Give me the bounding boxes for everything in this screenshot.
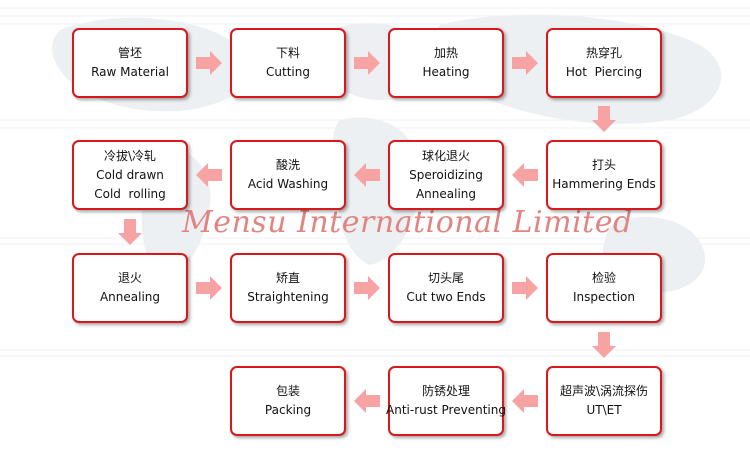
- step-label-cn: 球化退火: [421, 148, 470, 163]
- step-label-en: Cut two Ends: [406, 290, 486, 304]
- step-ut-et: 超声波\涡流探伤 UT\ET: [546, 366, 662, 436]
- flow-arrow-down: [592, 331, 616, 358]
- step-label-cn: 超声波\涡流探伤: [559, 384, 649, 398]
- step-speroidizing-annealing: 球化退火 Speroidizing Annealing: [388, 140, 504, 210]
- step-label-en: Hammering Ends: [552, 177, 656, 191]
- step-label-en: UT\ET: [586, 403, 622, 417]
- step-label-cn: 退火: [117, 271, 142, 285]
- step-anti-rust-preventing: 防锈处理 Anti-rust Preventing: [386, 366, 506, 436]
- step-label-en: Straightening: [247, 290, 329, 304]
- step-hammering-ends: 打头 Hammering Ends: [546, 140, 662, 210]
- flow-arrow-right: [196, 51, 222, 75]
- step-label-cn: 检验: [591, 271, 616, 285]
- step-label-en: Anti-rust Preventing: [386, 403, 506, 417]
- flow-arrow-right: [354, 51, 380, 75]
- step-label-cn: 热穿孔: [585, 46, 622, 60]
- step-label-cn: 打头: [591, 158, 616, 172]
- step-heating: 加热 Heating: [388, 28, 504, 98]
- flow-arrow-right: [354, 276, 380, 300]
- flow-arrow-right: [196, 276, 222, 300]
- step-label-en: Speroidizing Annealing: [409, 167, 483, 201]
- step-label-cn: 酸洗: [275, 158, 300, 172]
- step-label-en: Acid Washing: [247, 177, 329, 191]
- step-label-cn: 下料: [275, 46, 300, 60]
- step-label-en: Raw Material: [91, 65, 169, 79]
- step-label-en: Packing: [264, 403, 312, 417]
- step-label-cn: 防锈处理: [421, 384, 470, 398]
- step-label-cn: 管坯: [117, 46, 142, 60]
- step-label-en: Cold drawn Cold rolling: [94, 167, 166, 201]
- step-label-en: Cutting: [266, 65, 310, 79]
- step-label-en: Hot Piercing: [565, 65, 643, 79]
- step-label-en: Heating: [422, 65, 470, 79]
- flow-arrow-left: [354, 389, 380, 413]
- step-cut-two-ends: 切头尾 Cut two Ends: [388, 253, 504, 323]
- flow-arrow-down: [118, 218, 142, 245]
- flow-arrow-left: [512, 389, 538, 413]
- flow-arrow-left: [354, 163, 380, 187]
- step-label-cn: 包装: [275, 384, 300, 398]
- step-inspection: 检验 Inspection: [546, 253, 662, 323]
- step-straightening: 矫直 Straightening: [230, 253, 346, 323]
- step-annealing: 退火 Annealing: [72, 253, 188, 323]
- step-label-cn: 切头尾: [427, 271, 464, 285]
- step-label-en: Inspection: [573, 290, 635, 304]
- step-label-cn: 矫直: [275, 271, 300, 285]
- flow-arrow-down: [592, 106, 616, 132]
- company-watermark: Mensu International Limited: [182, 205, 633, 240]
- step-label-cn: 冷拔\冷轧: [103, 148, 157, 163]
- step-raw-material: 管坯 Raw Material: [72, 28, 188, 98]
- step-hot-piercing: 热穿孔 Hot Piercing: [546, 28, 662, 98]
- flow-arrow-left: [512, 163, 538, 187]
- step-label-cn: 加热: [433, 46, 458, 60]
- step-packing: 包装 Packing: [230, 366, 346, 436]
- step-acid-washing: 酸洗 Acid Washing: [230, 140, 346, 210]
- step-label-en: Annealing: [99, 290, 161, 304]
- flow-arrow-right: [512, 51, 538, 75]
- flow-arrow-left: [196, 163, 222, 187]
- step-cutting: 下料 Cutting: [230, 28, 346, 98]
- step-cold-drawn-rolling: 冷拔\冷轧 Cold drawn Cold rolling: [72, 140, 188, 210]
- flow-arrow-right: [512, 276, 538, 300]
